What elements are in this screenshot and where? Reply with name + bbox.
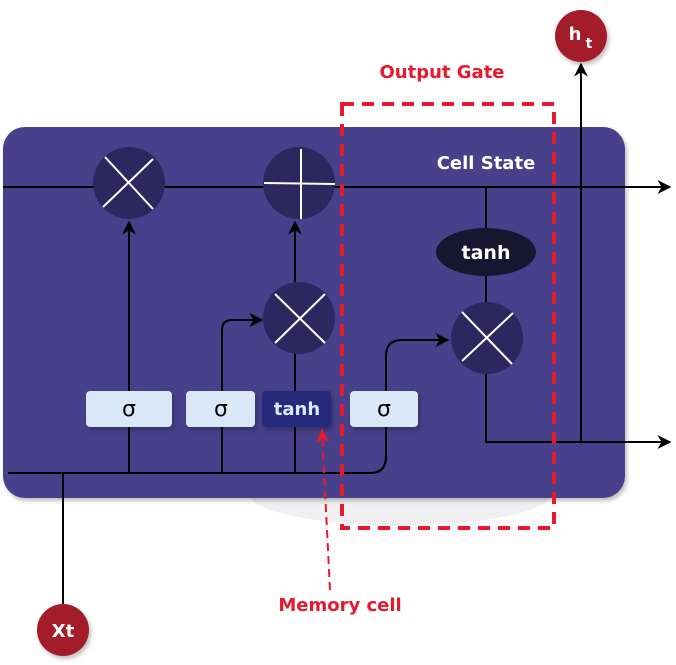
output-gate-label: Output Gate: [379, 62, 504, 83]
output-gate-box: σ: [350, 391, 418, 427]
cell-state-label: Cell State: [437, 153, 536, 174]
input-xt-node: Xt: [37, 604, 89, 656]
sigmoid-label: σ: [122, 397, 136, 422]
cell-add-node: [263, 147, 336, 219]
output-gate-highlight: [340, 102, 556, 530]
input-multiply-node: [263, 282, 335, 354]
output-ht-node: h t: [555, 10, 607, 62]
input-gate-box: σ: [186, 391, 255, 427]
cell-tanh-node: tanh: [436, 228, 536, 276]
output-h-label: h: [569, 24, 582, 45]
output-gate-path: [369, 333, 450, 474]
sigmoid-label: σ: [214, 397, 228, 422]
tanh-label: tanh: [274, 399, 320, 420]
input-xt-label: Xt: [52, 621, 75, 642]
forget-gate-box: σ: [86, 391, 172, 427]
output-t-subscript: t: [586, 36, 593, 52]
input-gate-path: [221, 313, 264, 473]
forget-multiply-node: [93, 147, 165, 219]
candidate-gate-box: tanh: [262, 391, 331, 427]
hidden-state-line: [485, 372, 672, 449]
sigmoid-label: σ: [377, 397, 391, 422]
memory-cell-label: Memory cell: [278, 595, 401, 616]
cell-tanh-label: tanh: [462, 242, 511, 264]
memory-cell-pointer: [315, 428, 331, 591]
output-multiply-node: [451, 302, 523, 374]
